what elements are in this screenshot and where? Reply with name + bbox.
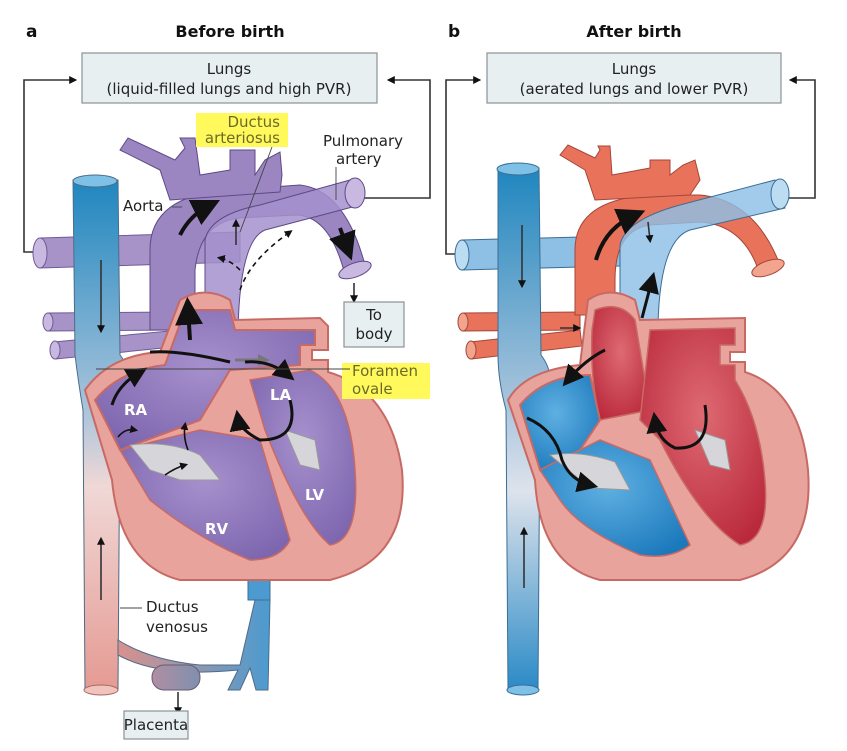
arrow-tv-small (180, 421, 189, 451)
lungs-box-subtitle: (aerated lungs and lower PVR) (520, 80, 749, 98)
label-rv: RV (205, 520, 229, 538)
svg-text:venosus: venosus (146, 618, 208, 636)
connector-right (352, 76, 431, 199)
arrow-lv-b (646, 404, 708, 450)
svg-text:Ductus: Ductus (227, 113, 280, 131)
arrow-aorta-b (594, 208, 646, 261)
umbilical-vessels (117, 574, 271, 716)
label-la: LA (270, 386, 292, 404)
great-vessels-b (559, 144, 790, 326)
svg-text:ovale: ovale (352, 380, 393, 398)
panel-a: a Before birth Lungs (liquid-filled lung… (23, 22, 431, 740)
svg-text:To: To (365, 306, 382, 324)
connector-left-b (445, 76, 482, 255)
lungs-box-title: Lungs (612, 60, 657, 78)
panel-title-before-birth: Before birth (175, 22, 284, 41)
callout-pulmonary-artery: Pulmonary artery (323, 132, 403, 200)
arrow-rv-small (164, 462, 189, 476)
label-ra: RA (124, 401, 148, 419)
panel-letter-b: b (448, 22, 460, 42)
arrow-la-lv (229, 399, 294, 442)
great-vessels-a (119, 137, 372, 331)
lungs-box-before: Lungs (liquid-filled lungs and high PVR) (81, 52, 378, 104)
arrow-ra-b (562, 348, 606, 387)
panel-letter-a: a (26, 22, 37, 42)
arrow-ra-small (117, 425, 139, 438)
label-lv: LV (305, 486, 324, 504)
arrow-aorta-flow (178, 199, 221, 236)
lungs-box-subtitle: (liquid-filled lungs and high PVR) (107, 80, 352, 98)
connector-right-b (785, 76, 816, 199)
arrow-la-flow (244, 358, 295, 381)
svg-text:artery: artery (336, 150, 382, 168)
heart-a: RA LA RV LV (83, 291, 404, 581)
svg-text:arteriosus: arteriosus (205, 129, 280, 147)
arrow-pa-up-b (638, 271, 659, 319)
callout-aorta: Aorta (123, 197, 182, 215)
arrow-ra-up (110, 367, 148, 406)
svg-text:Ductus: Ductus (146, 598, 199, 616)
panel-title-after-birth: After birth (586, 22, 681, 41)
callout-ductus-arteriosus: Ductus arteriosus (196, 113, 288, 233)
arrow-rv-b (526, 416, 599, 493)
to-body-box: To body (343, 301, 405, 348)
callout-foramen-ovale: Foramen ovale (96, 362, 430, 399)
svg-text:Foramen: Foramen (352, 362, 418, 380)
callout-ductus-venosus: Ductus venosus (120, 598, 208, 636)
svg-text:Pulmonary: Pulmonary (323, 132, 403, 150)
lungs-box-title: Lungs (207, 60, 252, 78)
arrow-dashed-left (216, 255, 241, 271)
arrow-ivc-to-la (149, 350, 231, 364)
svg-text:Placenta: Placenta (124, 716, 188, 734)
svg-text:body: body (355, 325, 392, 343)
arrow-ductus-b (645, 221, 654, 244)
heart-b (506, 291, 810, 581)
arrow-descending-aorta (329, 227, 356, 261)
lungs-box-after: Lungs (aerated lungs and lower PVR) (486, 52, 782, 104)
svg-text:Aorta: Aorta (123, 197, 163, 215)
arrow-rv-out (175, 296, 204, 341)
placenta-box: Placenta (123, 710, 189, 740)
connector-left (23, 76, 78, 253)
panel-b: b After birth Lungs (aerated lungs and l… (445, 22, 816, 696)
